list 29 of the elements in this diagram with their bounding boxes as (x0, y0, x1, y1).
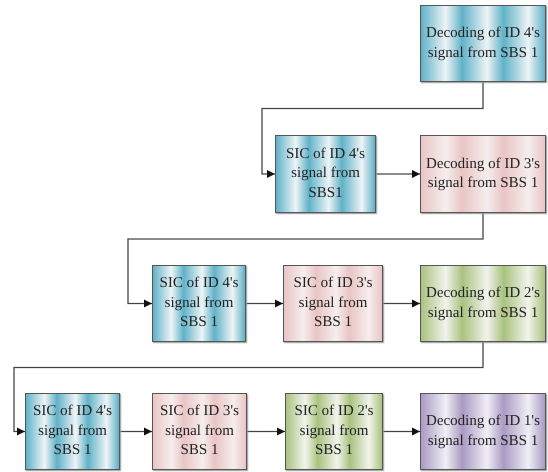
process-box (285, 393, 383, 470)
process-box (152, 265, 246, 342)
arrow (246, 300, 283, 308)
box-label: Decoding of ID 4's signal from SBS 1 (425, 24, 541, 62)
process-box (275, 135, 376, 213)
process-box (420, 5, 546, 82)
box-label: SIC of ID 4's signal from SBS1 (285, 144, 366, 203)
arrow (127, 213, 484, 308)
process-box (283, 265, 383, 342)
box-label: Decoding of ID 3's signal from SBS 1 (425, 154, 541, 193)
process-box (152, 393, 247, 470)
box-label: SIC of ID 3's signal from SBS 1 (292, 274, 374, 332)
box-label: SIC of ID 4's signal from SBS 1 (32, 402, 113, 460)
arrow (120, 428, 152, 436)
box-label: SIC of ID 3's signal from SBS 1 (159, 402, 240, 460)
arrow (261, 82, 484, 178)
arrow (13, 342, 484, 436)
box-label: Decoding of ID 1's signal from SBS 1 (425, 412, 541, 450)
arrow (383, 428, 420, 436)
process-box (420, 265, 546, 342)
arrow (383, 300, 420, 308)
box-label: SIC of ID 2's signal from SBS 1 (294, 402, 374, 460)
arrow (376, 170, 420, 178)
process-box (420, 135, 546, 213)
box-label: SIC of ID 4's signal from SBS 1 (158, 274, 240, 332)
box-label: Decoding of ID 2's signal from SBS 1 (425, 284, 541, 322)
arrow (247, 428, 285, 436)
process-box (420, 393, 546, 470)
process-box (25, 393, 120, 470)
